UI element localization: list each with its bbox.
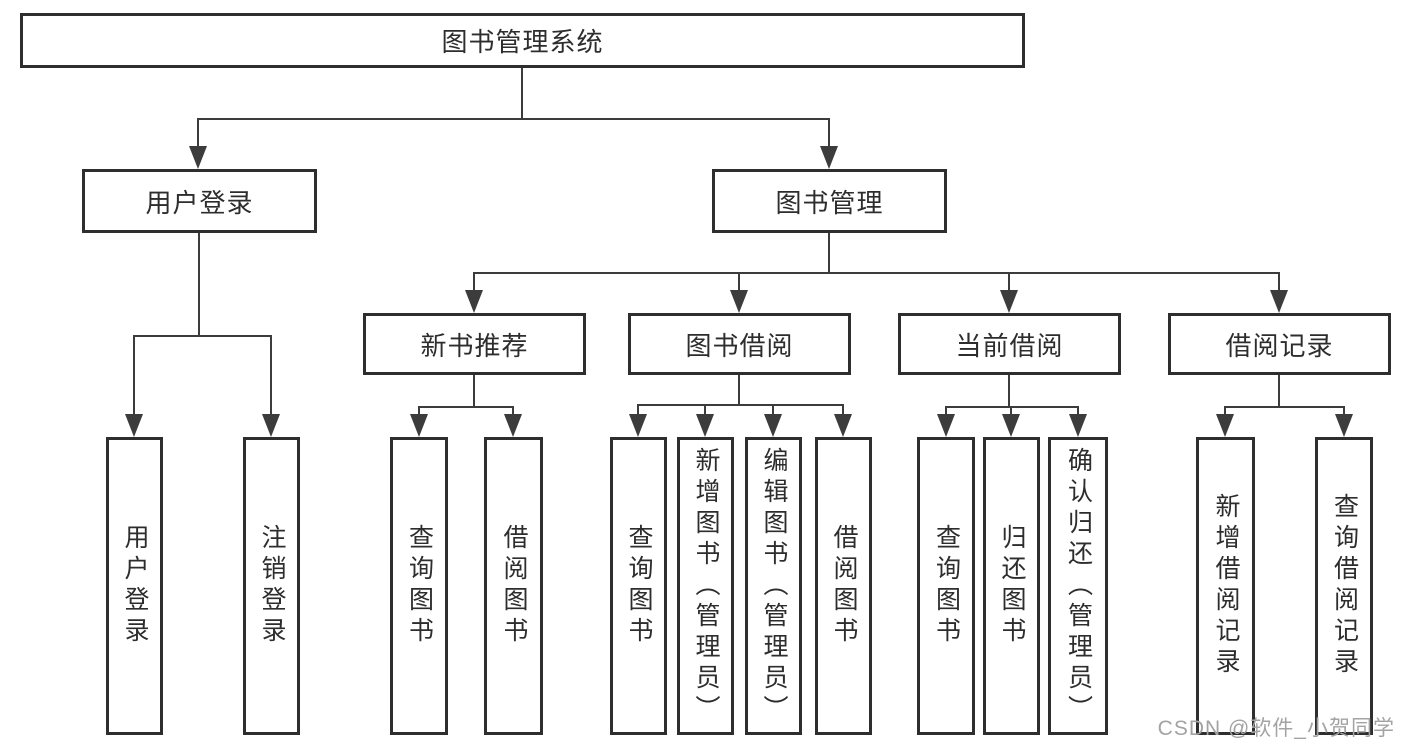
leaf-confirm-return-admin: 确认归还（管理员）: [1048, 437, 1108, 735]
leaf-add-borrow-record-label: 新增借阅记录: [1212, 493, 1240, 679]
node-book-management-label: 图书管理: [775, 187, 884, 218]
node-book-management: 图书管理: [712, 169, 947, 233]
node-book-borrowing: 图书借阅: [628, 313, 851, 375]
connector-line: [738, 375, 740, 404]
leaf-query-borrow-record-label: 查询借阅记录: [1330, 493, 1359, 679]
node-current-borrowing-label: 当前借阅: [955, 330, 1064, 361]
connector-line: [473, 272, 1280, 274]
arrow-down-icon: [1010, 406, 1012, 414]
arrow-down-icon: [1343, 406, 1345, 414]
arrow-down-icon: [1278, 272, 1280, 290]
leaf-logout: 注销登录: [243, 437, 300, 735]
leaf-query-books-recommend: 查询图书: [390, 437, 448, 735]
node-root: 图书管理系统: [20, 13, 1025, 68]
arrow-down-icon: [512, 406, 514, 414]
arrow-down-icon: [945, 406, 947, 414]
leaf-return-books-label: 归还图书: [998, 524, 1026, 648]
leaf-edit-book-admin: 编辑图书（管理员）: [745, 437, 802, 735]
leaf-user-login-label: 用户登录: [121, 524, 149, 648]
connector-line: [198, 233, 200, 335]
node-new-book-recommend: 新书推荐: [363, 313, 586, 375]
leaf-borrow-books-recommend: 借阅图书: [484, 437, 543, 735]
arrow-down-icon: [772, 404, 774, 414]
arrow-down-icon: [1224, 406, 1226, 414]
arrow-down-icon: [133, 335, 135, 414]
leaf-query-borrow-record: 查询借阅记录: [1315, 437, 1373, 735]
node-current-borrowing: 当前借阅: [898, 313, 1121, 375]
leaf-query-books-current-label: 查询图书: [932, 524, 961, 648]
arrow-down-icon: [738, 272, 740, 290]
leaf-query-books-current: 查询图书: [917, 437, 975, 735]
connector-line: [638, 404, 844, 406]
connector-line: [1225, 406, 1344, 408]
arrow-down-icon: [418, 406, 420, 414]
connector-line: [134, 335, 272, 337]
node-borrowing-records: 借阅记录: [1168, 313, 1391, 375]
node-book-borrowing-label: 图书借阅: [685, 330, 794, 361]
connector-line: [521, 68, 523, 118]
arrow-down-icon: [1008, 272, 1010, 290]
leaf-query-books-borrowing: 查询图书: [610, 437, 667, 735]
leaf-query-books-recommend-label: 查询图书: [405, 524, 434, 648]
leaf-logout-label: 注销登录: [258, 524, 286, 648]
arrow-down-icon: [828, 118, 830, 146]
connector-line: [828, 233, 830, 272]
leaf-borrow-books: 借阅图书: [815, 437, 872, 735]
leaf-user-login: 用户登录: [106, 437, 163, 735]
leaf-add-book-admin: 新增图书（管理员）: [677, 437, 734, 735]
leaf-borrow-books-recommend-label: 借阅图书: [500, 524, 528, 648]
leaf-return-books: 归还图书: [983, 437, 1040, 735]
arrow-down-icon: [270, 335, 272, 414]
arrow-down-icon: [704, 404, 706, 414]
leaf-query-books-borrowing-label: 查询图书: [625, 524, 653, 648]
leaf-add-borrow-record: 新增借阅记录: [1196, 437, 1255, 735]
connector-line: [473, 375, 475, 406]
arrow-down-icon: [842, 404, 844, 414]
connector-line: [419, 406, 514, 408]
arrow-down-icon: [637, 404, 639, 414]
leaf-borrow-books-label: 借阅图书: [830, 524, 858, 648]
node-user-login-label: 用户登录: [145, 187, 254, 218]
leaf-confirm-return-admin-label: 确认归还（管理员）: [1064, 446, 1093, 726]
leaf-add-book-admin-label: 新增图书（管理员）: [692, 446, 720, 726]
node-user-login: 用户登录: [82, 169, 317, 233]
arrow-down-icon: [1077, 406, 1079, 414]
node-root-label: 图书管理系统: [441, 27, 604, 57]
arrow-down-icon: [197, 118, 199, 146]
node-new-book-recommend-label: 新书推荐: [420, 330, 529, 361]
connector-line: [198, 118, 830, 120]
watermark: CSDN @软件_小贺同学: [1157, 717, 1395, 740]
connector-line: [1278, 375, 1280, 406]
node-borrowing-records-label: 借阅记录: [1225, 330, 1334, 361]
leaf-edit-book-admin-label: 编辑图书（管理员）: [760, 446, 788, 726]
connector-line: [1008, 375, 1010, 406]
connector-line: [946, 406, 1078, 408]
arrow-down-icon: [473, 272, 475, 290]
